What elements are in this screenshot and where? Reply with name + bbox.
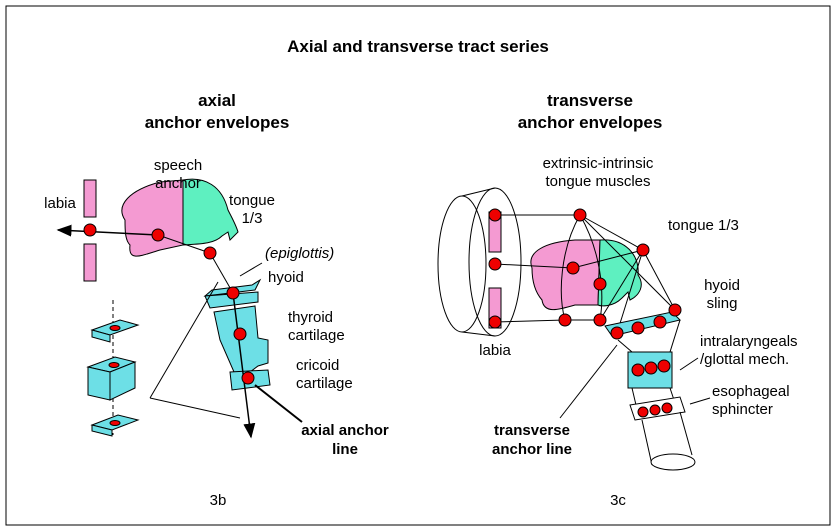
transverse-line-label-line2: anchor line xyxy=(492,441,572,458)
tongue-shape-3c xyxy=(531,240,600,310)
hyoid-node-3c-4 xyxy=(669,304,681,316)
speech-anchor-label-line2: anchor xyxy=(155,175,201,192)
thyroid-label-line1: thyroid xyxy=(288,309,333,326)
hyoid-node-3c-2 xyxy=(632,322,644,334)
platform-middle-front xyxy=(88,367,110,400)
thyroid-label-line2: cartilage xyxy=(288,327,345,344)
eso-node-2 xyxy=(650,405,660,415)
axial-heading-line2: anchor envelopes xyxy=(145,113,290,132)
labia-node xyxy=(84,224,96,236)
labia-lower-bar xyxy=(84,244,96,281)
intralaryngeal-label-line2: /glottal mech. xyxy=(700,351,789,368)
hyoid-node xyxy=(227,287,239,299)
intralaryngeal-label-line1: intralaryngeals xyxy=(700,333,798,350)
speech-anchor-label-line1: speech xyxy=(154,157,202,174)
labia-node-bottom xyxy=(489,316,501,328)
eso-node-1 xyxy=(638,407,648,417)
cricoid-label-line2: cartilage xyxy=(296,375,353,392)
outer-frame xyxy=(6,6,830,525)
tongue-label-3c: tongue 1/3 xyxy=(668,217,739,234)
labia-label-3c: labia xyxy=(479,342,511,359)
cylinder-back xyxy=(438,196,486,332)
axial-line-label-line1: axial anchor xyxy=(301,422,389,439)
hyoid-label: hyoid xyxy=(268,269,304,286)
muscle-base-node-1 xyxy=(559,314,571,326)
hyoid-node-3c-3 xyxy=(654,316,666,328)
extrinsic-label-line2: tongue muscles xyxy=(545,173,650,190)
labia-node-mid xyxy=(489,258,501,270)
figure-label-3c: 3c xyxy=(610,492,626,509)
labia-label: labia xyxy=(44,195,76,212)
esophageal-label-line2: sphincter xyxy=(712,401,773,418)
tongue-node-3c xyxy=(637,244,649,256)
transverse-line-label-line1: transverse xyxy=(494,422,570,439)
transverse-heading-line1: transverse xyxy=(547,91,633,110)
transverse-heading-line2: anchor envelopes xyxy=(518,113,663,132)
tongue-inner-node xyxy=(594,278,606,290)
labia-node-top xyxy=(489,209,501,221)
tongue-node xyxy=(204,247,216,259)
figure-label-3b: 3b xyxy=(210,492,227,509)
tube-end xyxy=(651,454,695,470)
labia-upper-bar xyxy=(84,180,96,217)
hyoid-sling-label-line2: sling xyxy=(707,295,738,312)
tongue-mid-node xyxy=(567,262,579,274)
tongue-label-line1: tongue xyxy=(229,192,275,209)
platform-bottom-node xyxy=(110,421,120,426)
hyoid-node-3c xyxy=(611,327,623,339)
platform-top-node xyxy=(110,326,120,331)
epiglottis-label: (epiglottis) xyxy=(265,245,334,262)
glottal-node-3 xyxy=(658,360,670,372)
hyoid-sling-label-line1: hyoid xyxy=(704,277,740,294)
extrinsic-node xyxy=(574,209,586,221)
cricoid-label-line1: cricoid xyxy=(296,357,339,374)
speech-anchor-node xyxy=(152,229,164,241)
cricoid-node xyxy=(242,372,254,384)
tongue-label-line2: 1/3 xyxy=(242,210,263,227)
diagram-title: Axial and transverse tract series xyxy=(287,37,549,56)
axial-line-label-line2: line xyxy=(332,441,358,458)
eso-node-3 xyxy=(662,403,672,413)
extrinsic-label-line1: extrinsic-intrinsic xyxy=(543,155,654,172)
muscle-base-node-2 xyxy=(594,314,606,326)
esophageal-label-line1: esophageal xyxy=(712,383,790,400)
glottal-node-1 xyxy=(632,364,644,376)
platform-middle-node xyxy=(109,363,119,368)
thyroid-node xyxy=(234,328,246,340)
axial-heading-line1: axial xyxy=(198,91,236,110)
glottal-node-2 xyxy=(645,362,657,374)
